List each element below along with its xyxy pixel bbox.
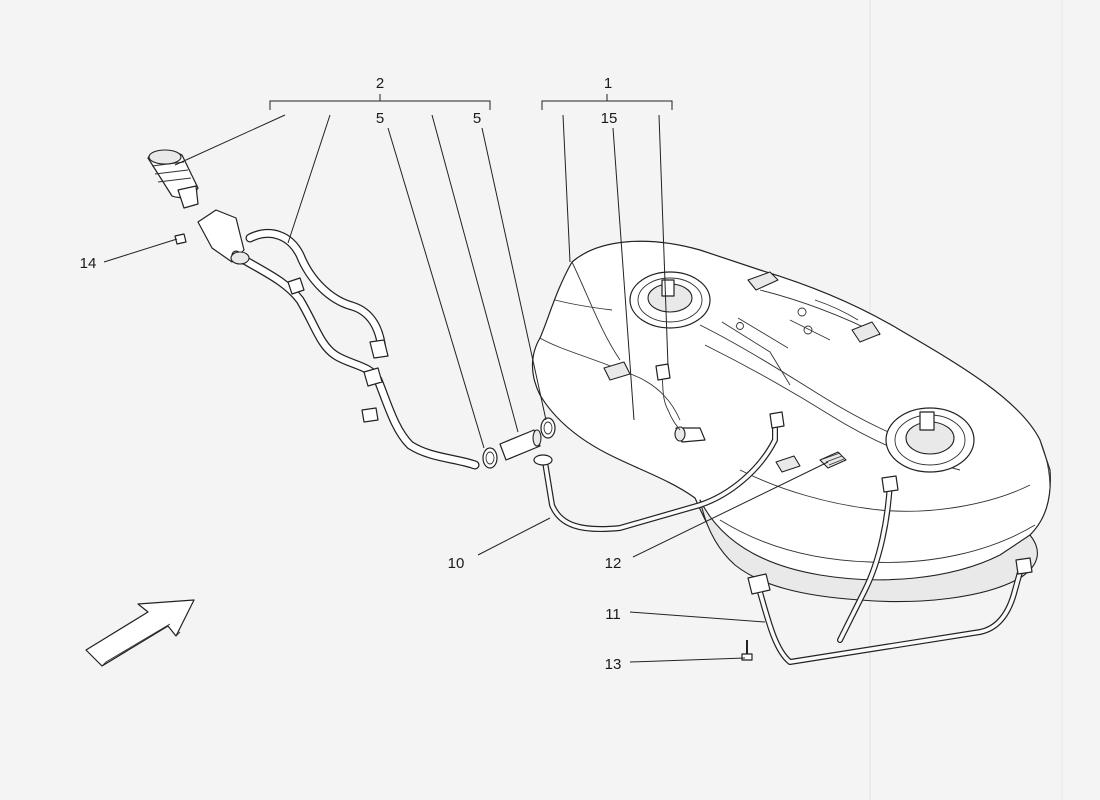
callout-1: 1	[604, 75, 612, 92]
callout-5b: 5	[473, 110, 481, 127]
tank-strap-rear[interactable]	[747, 475, 1033, 665]
filler-cap[interactable]	[147, 149, 199, 209]
group-bracket-1	[541, 94, 673, 110]
callout-11: 11	[605, 606, 621, 623]
callout-15: 15	[601, 110, 618, 127]
filler-screw[interactable]	[174, 233, 187, 245]
callout-2: 2	[376, 75, 384, 92]
callout-labels: 2 1 5 5 15 14 10 12 11 13	[80, 75, 622, 673]
callout-13: 13	[605, 656, 622, 673]
filler-neck-pipe[interactable]	[197, 209, 480, 470]
hose-clamp-left[interactable]	[482, 447, 498, 469]
callout-14: 14	[80, 255, 97, 272]
connecting-hose[interactable]	[499, 429, 542, 461]
fuel-tank[interactable]	[531, 240, 1051, 603]
strap-bolt[interactable]	[741, 640, 753, 661]
tank-strap-front[interactable]	[533, 411, 785, 533]
callout-12: 12	[605, 555, 622, 572]
leader-lines	[103, 114, 829, 663]
direction-arrow-icon	[85, 599, 195, 667]
callout-10: 10	[448, 555, 465, 572]
callout-5a: 5	[376, 110, 384, 127]
fuel-sensor[interactable]	[655, 363, 706, 443]
hose-clamp-right[interactable]	[540, 417, 556, 439]
group-bracket-2	[269, 94, 491, 110]
